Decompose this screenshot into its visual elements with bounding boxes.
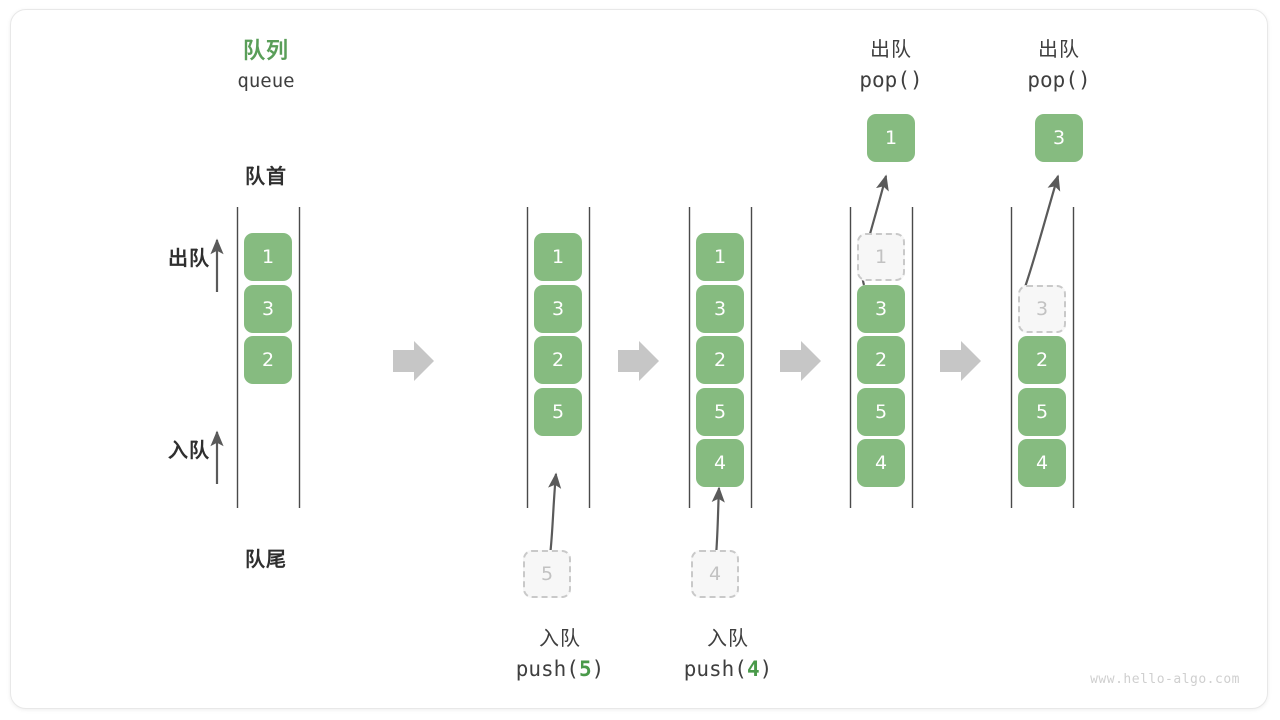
- after-push-4-cell-2: 2: [696, 336, 744, 384]
- during-pop-3-cell-2: 2: [1018, 336, 1066, 384]
- during-pop-1-cell-3: 5: [857, 387, 905, 436]
- during-pop-1-cell-0: 1: [857, 233, 905, 281]
- after-push-4-cell-3: 5: [696, 387, 744, 436]
- during-pop-3-cell-3: 5: [1018, 387, 1066, 436]
- after-push-5-cell-3: 5: [534, 387, 582, 436]
- initial-queue-cell-0: 1: [244, 233, 292, 281]
- pop-1-caption-code: pop(): [859, 68, 923, 92]
- front-label: 队首: [245, 164, 287, 188]
- push-1-code-suffix: ): [591, 657, 605, 681]
- during-pop-3-cell-4: 4: [1018, 439, 1066, 487]
- push-1-code-prefix: push(: [515, 657, 579, 681]
- rear-label: 队尾: [245, 547, 287, 571]
- push-2-caption-code: push(4): [648, 657, 808, 681]
- queue-title-en: queue: [237, 70, 295, 92]
- during-pop-1-cell-4: 4: [857, 439, 905, 487]
- pop-2-caption-cn: 出队: [1038, 37, 1080, 61]
- enqueue-direction-label: 入队: [168, 438, 210, 462]
- during-pop-1-cell-1: 3: [857, 284, 905, 333]
- after-push-5-cell-2: 2: [534, 336, 582, 384]
- push-1-caption-code: push(5): [480, 657, 640, 681]
- dequeue-direction-label: 出队: [168, 246, 210, 270]
- push-2-code-suffix: ): [759, 657, 773, 681]
- push-5-source-cell: 5: [523, 550, 571, 598]
- after-push-4-cell-0: 1: [696, 233, 744, 281]
- push-2-code-arg: 4: [746, 657, 760, 681]
- push-1-code-arg: 5: [578, 657, 592, 681]
- after-push-4-cell-1: 3: [696, 284, 744, 333]
- after-push-5-cell-0: 1: [534, 233, 582, 281]
- push-1-caption-cn: 入队: [539, 626, 581, 650]
- after-push-5-cell-1: 3: [534, 284, 582, 333]
- push-2-caption-cn: 入队: [707, 626, 749, 650]
- pop-2-result-cell: 3: [1035, 114, 1083, 162]
- initial-queue-cell-1: 3: [244, 284, 292, 333]
- queue-title-cn: 队列: [242, 39, 289, 64]
- watermark: www.hello-algo.com: [1090, 672, 1240, 687]
- during-pop-1-cell-2: 2: [857, 336, 905, 384]
- during-pop-3-cell-1: 3: [1018, 284, 1066, 333]
- initial-queue-cell-2: 2: [244, 336, 292, 384]
- pop-1-caption-cn: 出队: [870, 37, 912, 61]
- push-2-code-prefix: push(: [683, 657, 747, 681]
- after-push-4-cell-4: 4: [696, 439, 744, 487]
- push-4-source-cell: 4: [691, 550, 739, 598]
- pop-1-result-cell: 1: [867, 114, 915, 162]
- pop-2-caption-code: pop(): [1027, 68, 1091, 92]
